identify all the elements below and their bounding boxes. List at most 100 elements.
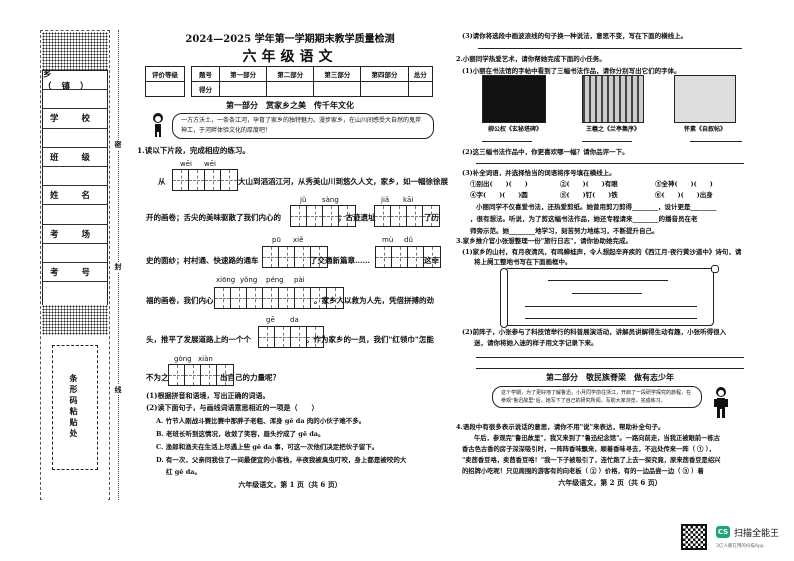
part2-speech-bubble: 这个学期，为了更好地了解鲁迅，小月同学前往浙江，开启了一段研学探究的旅程，在参观… — [492, 386, 702, 408]
fill-passage: 师旁示范。她________地学习，刻苦努力地练习，不断提升自己。 — [470, 227, 659, 235]
passage-text: 这幸 — [424, 256, 439, 265]
passage-text: 出自己的力量呢？ — [220, 373, 280, 382]
school-input[interactable] — [43, 129, 107, 148]
class-input[interactable] — [43, 167, 107, 187]
passage-text: 开的画卷；舌尖的美味驱散了我们内心的 — [146, 213, 281, 222]
fill-item[interactable]: ④字( )( )圆 — [470, 191, 528, 199]
passage-text: 。作为家乡的一员，我们"红领巾"怎能 — [306, 335, 434, 344]
sub-question: 迷，请你将她入迷的样子用文字记录下来。 — [474, 339, 598, 347]
field-label: 考 号 — [43, 263, 107, 283]
answer-line[interactable] — [478, 48, 742, 49]
pinyin: jǔ — [300, 196, 307, 204]
option-c[interactable]: C. 渔郎和渔夫在生活上尽遇上些 gē da 事，可这一次他们决定把伙子留下。 — [156, 443, 379, 451]
q2-title: 2.小丽同学热爱艺术，请你帮她完成下面的小任务。 — [456, 55, 606, 63]
writing-grid[interactable] — [214, 287, 344, 309]
pinyin: gòng — [174, 355, 192, 363]
pinyin: wēi — [180, 160, 192, 168]
exam-number-input[interactable] — [43, 282, 107, 301]
grade-input[interactable] — [145, 81, 185, 97]
student-character-icon — [150, 112, 166, 143]
calligraphy-image-2 — [582, 75, 644, 123]
poem-line[interactable] — [525, 318, 697, 319]
passage-text: ；古迹遗址 — [338, 213, 376, 222]
part2-title: 第二部分 敬民族脊梁 做有志少年 — [546, 372, 674, 382]
qr-code-icon — [681, 524, 707, 550]
score-cell[interactable] — [218, 81, 268, 97]
passage-text: 了历 — [424, 213, 439, 222]
scroll-roll-left — [500, 268, 508, 328]
writing-grid[interactable] — [258, 326, 324, 348]
writing-grid[interactable] — [290, 205, 356, 227]
sub-question: 将上阕工整地书写在下面画框中。 — [474, 258, 572, 266]
field-label: 学 校 — [43, 109, 107, 129]
score-header: 第一部分 — [218, 66, 268, 82]
town-input[interactable] — [43, 90, 107, 110]
poem-line[interactable] — [525, 306, 697, 307]
fill-item[interactable]: ③全神( )( ) — [655, 180, 713, 188]
q4-text[interactable]: 香古色古香的房子深深吸引时，一阵阵香味飘来，顺着香味寻去，不远处传来一阵（ ① … — [462, 446, 716, 453]
fill-item[interactable]: ①别出( )( ) — [470, 180, 528, 188]
poem-line[interactable] — [548, 280, 668, 281]
q4-text: "卖茴香豆咯，卖茴香豆咯！"我一下子被吸引了，连忙跑了上去一探究竟，原来茴香豆是… — [462, 457, 721, 464]
pinyin: kāi — [403, 196, 414, 204]
passage-text: 大山到滔滔江河，从秀美山川到悠久人文，家乡，如一幅徐徐展 — [238, 177, 448, 186]
score-header: 第二部分 — [266, 66, 315, 82]
page-footer: 六年级语文，第 2 页（共 6 页） — [558, 478, 662, 487]
score-header: 题号 — [191, 66, 220, 82]
watermark-tagline: 3亿人都在用的扫描App — [716, 544, 764, 549]
watermark-brand: 扫描全能王 — [734, 529, 780, 539]
score-row-label: 得分 — [191, 81, 220, 97]
writing-grid[interactable] — [168, 364, 234, 386]
answer-line[interactable] — [582, 141, 632, 142]
answer-line[interactable] — [476, 163, 744, 164]
option-b[interactable]: B. 老班长听到这情况，收敛了笑容，眉头拧成了 gē da。 — [156, 430, 325, 438]
field-label: 乡（镇） — [43, 70, 107, 92]
writing-grid[interactable] — [375, 246, 441, 268]
score-cell[interactable] — [407, 81, 433, 97]
answer-line[interactable] — [476, 368, 744, 369]
answer-line[interactable] — [476, 357, 744, 358]
barcode-label: 条形码粘贴处 — [69, 374, 79, 440]
pinyin: yǒng — [240, 276, 258, 284]
score-cell[interactable] — [360, 81, 409, 97]
writing-grid[interactable] — [262, 246, 328, 268]
poem-line[interactable] — [572, 293, 642, 294]
subject-title: 六年级语文 — [242, 49, 338, 65]
fill-item[interactable]: ②( )( )有眼 — [560, 180, 618, 188]
pinyin: dǔ — [404, 236, 413, 244]
writing-grid[interactable] — [374, 205, 440, 227]
answer-line[interactable] — [482, 141, 532, 142]
fill-passage: 小丽同学不仅喜爱书法，还热爱剪纸。她曾用剪刀剪得________，设计更是___… — [476, 203, 717, 211]
q4-text[interactable]: 的招牌小吃呢！只见周围的游客有的向老板（ ② ）价格，有的一边品尝一边（ ③ ）… — [462, 468, 704, 475]
intro-speech-bubble: 一方方沃土，一条条江河，孕育了家乡的独特魅力。漫步家乡，在山川间感受大自然的鬼斧… — [172, 113, 434, 139]
sub-question: (2)前阵子，小张参与了科技馆举行的科普展演活动，讲解员讲解得生动有趣，小张听得… — [462, 328, 727, 336]
fill-item[interactable]: ⑤( )钉( )铁 — [560, 191, 618, 199]
grade-table: 评价等级 — [145, 66, 185, 97]
room-input[interactable] — [43, 244, 107, 263]
barcode-box: 条形码粘贴处 — [52, 345, 98, 470]
part1-title: 第一部分 赏家乡之美 传千年文化 — [226, 100, 354, 110]
passage-text: 头，推平了发展道路上的一个个 — [146, 335, 251, 344]
option-d[interactable]: D. 有一次，父亲同我住了一间最便宜的小客栈，半夜我被臭虫叮咬，身上都是被咬的大 — [156, 456, 407, 464]
hatch-top — [42, 32, 108, 70]
fill-item[interactable]: ⑥( )( )出身 — [655, 191, 713, 199]
option-d-cont: 红 gē da。 — [166, 468, 201, 476]
writing-grid[interactable] — [172, 169, 238, 191]
field-label: 班 级 — [43, 148, 107, 167]
sub-question: (1)根据拼音和语境，写出正确的词语。 — [146, 391, 270, 400]
score-header: 总分 — [407, 66, 433, 82]
name-input[interactable] — [43, 205, 107, 225]
score-cell[interactable] — [313, 81, 362, 97]
score-cell[interactable] — [266, 81, 315, 97]
camscanner-logo-icon: CS — [716, 526, 730, 538]
passage-text: 从 — [158, 177, 166, 186]
calligraphy-image-3 — [674, 75, 736, 123]
pinyin: da — [290, 316, 299, 324]
sub-question: (2)这三幅书法作品中，你更喜欢哪一幅？请你品评一下。 — [462, 148, 629, 156]
passage-text: 不为之 — [146, 373, 169, 382]
option-a[interactable]: A. 竹节人刚战斗赛比赛中那胖子老粗、浑身 gē da 肉的小伙子难不多。 — [156, 417, 366, 425]
answer-line[interactable] — [690, 141, 742, 142]
passage-text: 史的面纱；村村通、快速路的通车 — [146, 256, 259, 265]
sub-question: (3)请你将选段中画波浪线的句子换一种说法，意思不变，写在下面的横线上。 — [462, 32, 688, 40]
q3-title: 3.家乡推介官小张想整理一份"旅行日志"，请你协助她完成。 — [456, 237, 633, 245]
